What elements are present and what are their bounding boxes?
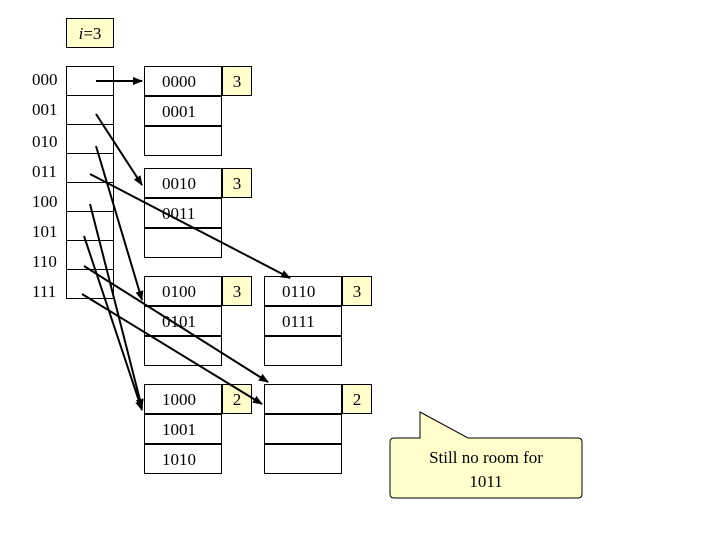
- arrow-111: [81, 293, 263, 405]
- bucket-0010-slot-3: [144, 228, 222, 258]
- dir-label-111: 111: [32, 282, 57, 301]
- bucket-1000-slot-2: 1001: [144, 414, 222, 444]
- arrow-100: [89, 203, 144, 409]
- bucket-0000-slot-1: 0000: [144, 66, 222, 96]
- bucket-1000-slot-3: 1010: [144, 444, 222, 474]
- bucket-0110-slot-3: [264, 336, 342, 366]
- bucket-0100-depth: 3: [222, 276, 252, 306]
- dir-label-110: 110: [32, 252, 57, 271]
- bucket-0000-slot-2: 0001: [144, 96, 222, 126]
- arrow-110: [83, 265, 269, 383]
- bucket-new-depth: 2: [342, 384, 372, 414]
- callout-line-2: 1011: [469, 472, 503, 491]
- dir-label-000: 000: [32, 70, 58, 89]
- bucket-new-slot-3: [264, 444, 342, 474]
- bucket-0110-slot-1: 0110: [264, 276, 342, 306]
- bucket-0000-slot-3: [144, 126, 222, 156]
- arrow-001: [95, 113, 143, 186]
- bucket-0010-slot-1: 0010: [144, 168, 222, 198]
- bucket-new-slot-2: [264, 414, 342, 444]
- dir-label-010: 010: [32, 132, 58, 151]
- global-depth-box: i=3: [66, 18, 114, 48]
- callout-shape: [389, 411, 583, 499]
- bucket-0010-depth: 3: [222, 168, 252, 198]
- global-depth-var: i: [78, 24, 84, 43]
- bucket-0000-depth: 3: [222, 66, 252, 96]
- callout-line-1: Still no room for: [429, 448, 543, 467]
- global-depth-value: =3: [83, 24, 102, 43]
- bucket-0110-slot-2: 0111: [264, 306, 342, 336]
- arrow-010: [95, 145, 144, 301]
- dir-label-011: 011: [32, 162, 57, 181]
- bucket-0110-depth: 3: [342, 276, 372, 306]
- bucket-1000-slot-1: 1000: [144, 384, 222, 414]
- dir-label-100: 100: [32, 192, 58, 211]
- bucket-0100-slot-2: 0101: [144, 306, 222, 336]
- dir-label-101: 101: [32, 222, 58, 241]
- bucket-new-slot-1: [264, 384, 342, 414]
- arrow-101: [83, 235, 143, 411]
- bucket-0100-slot-1: 0100: [144, 276, 222, 306]
- arrow-011: [89, 173, 291, 279]
- dir-cell-001: [66, 95, 114, 125]
- callout-text: Still no room for 1011: [390, 446, 582, 494]
- dir-label-001: 001: [32, 100, 58, 119]
